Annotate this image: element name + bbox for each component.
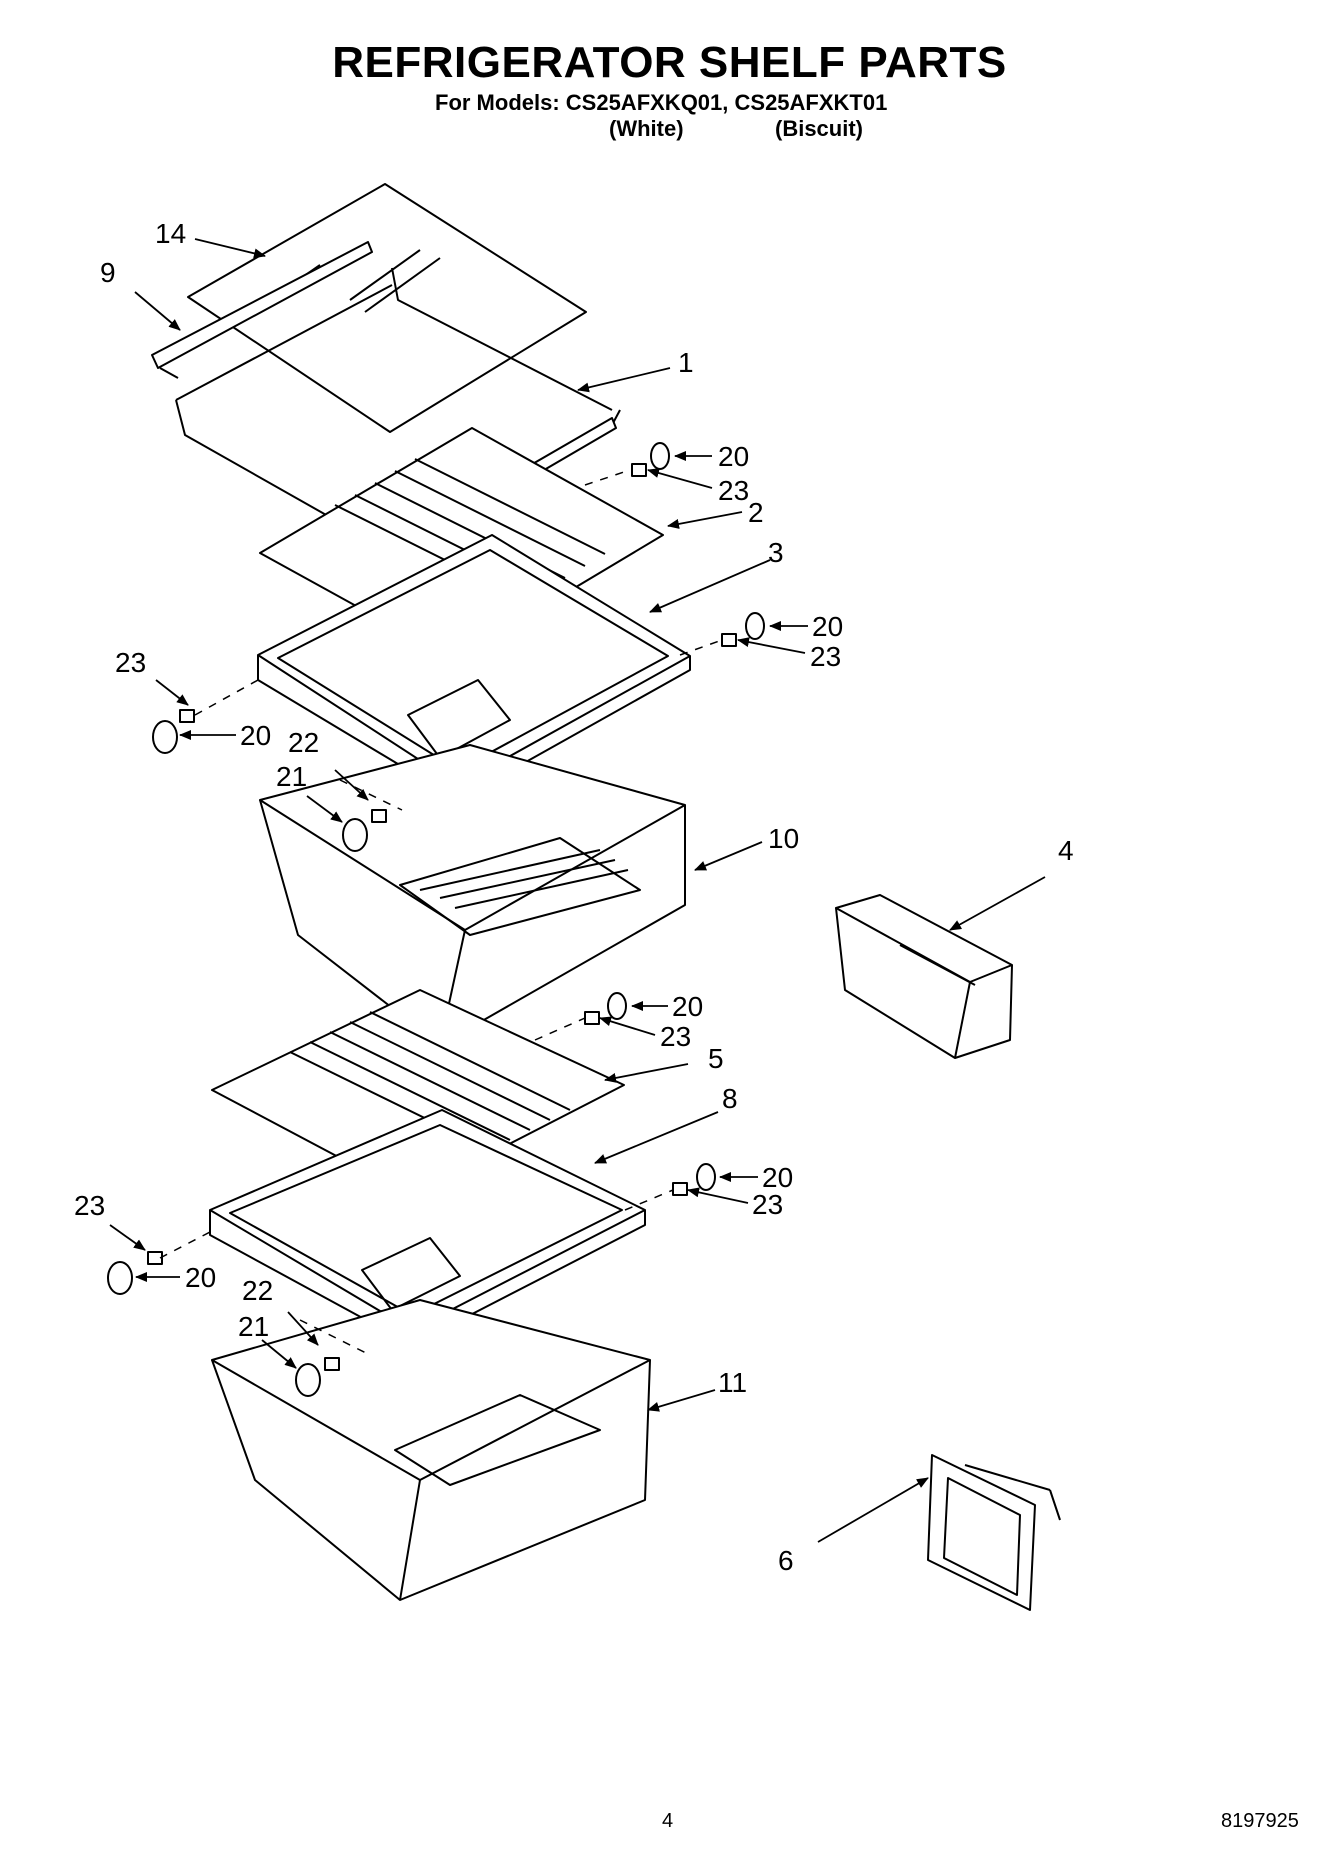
callout-23-b: 23: [810, 641, 841, 672]
callout-14: 14: [155, 218, 186, 249]
axle-22-b: [324, 1357, 340, 1371]
screw-23-e: [672, 1182, 688, 1196]
page-number: 4: [662, 1810, 674, 1832]
callout-21-a: 21: [276, 761, 307, 792]
screw-23-a: [631, 463, 647, 477]
callout-20-d: 20: [672, 991, 703, 1022]
callout-labels: 14 9 1 20 23 2 3 20 23 23 20 22 21 10 4 …: [74, 218, 1074, 1576]
callout-9: 9: [100, 257, 116, 288]
color-white-label: (White): [609, 116, 684, 141]
page-title: REFRIGERATOR SHELF PARTS: [332, 38, 1007, 87]
roller-20-e: [696, 1163, 716, 1191]
callout-23-d: 23: [660, 1021, 691, 1052]
axle-22-a: [371, 809, 387, 823]
roller-20-d: [607, 992, 627, 1020]
wheel-21-a: [342, 818, 368, 852]
callout-20-b: 20: [812, 611, 843, 642]
screw-23-d: [584, 1011, 600, 1025]
callout-20-c: 20: [240, 720, 271, 751]
screw-23-f: [147, 1251, 163, 1265]
color-biscuit-label: (Biscuit): [775, 116, 863, 141]
crisper-cover-part-5: [211, 989, 625, 1196]
callout-3: 3: [768, 537, 784, 568]
page-header: REFRIGERATOR SHELF PARTS For Models: CS2…: [0, 0, 1339, 160]
callout-4: 4: [1058, 835, 1074, 866]
callout-22-a: 22: [288, 727, 319, 758]
roller-20-b: [745, 612, 765, 640]
callout-10: 10: [768, 823, 799, 854]
roller-20-f: [107, 1261, 133, 1295]
callout-2: 2: [748, 497, 764, 528]
document-number: 8197925: [1221, 1810, 1299, 1832]
callout-20-f: 20: [185, 1262, 216, 1293]
lower-crisper-drawer-part-11: [211, 1299, 651, 1601]
screw-23-b: [721, 633, 737, 647]
callout-23-c: 23: [115, 647, 146, 678]
callout-23-a: 23: [718, 475, 749, 506]
callout-23-e: 23: [752, 1189, 783, 1220]
front-trim-part-9: [151, 241, 373, 379]
crisper-cover-frame-part-3: [257, 534, 691, 801]
screw-23-c: [179, 709, 195, 723]
leader-lines: [109, 238, 1046, 1543]
models-line: For Models: CS25AFXKQ01, CS25AFXKT01: [435, 90, 888, 115]
roller-20-c: [152, 720, 178, 754]
door-bin-part-4: [835, 894, 1013, 1059]
callout-21-b: 21: [238, 1311, 269, 1342]
callout-20-e: 20: [762, 1162, 793, 1193]
crisper-cover-frame-part-8: [209, 1109, 646, 1346]
callout-8: 8: [722, 1083, 738, 1114]
callout-20-a: 20: [718, 441, 749, 472]
callout-22-b: 22: [242, 1275, 273, 1306]
wheel-21-b: [295, 1363, 321, 1397]
label-part-6: [927, 1454, 1061, 1611]
callout-6: 6: [778, 1545, 794, 1576]
callout-11: 11: [718, 1367, 747, 1398]
roller-20-a: [650, 442, 670, 470]
callout-1: 1: [678, 347, 694, 378]
callout-23-f: 23: [74, 1190, 105, 1221]
callout-5: 5: [708, 1043, 724, 1074]
